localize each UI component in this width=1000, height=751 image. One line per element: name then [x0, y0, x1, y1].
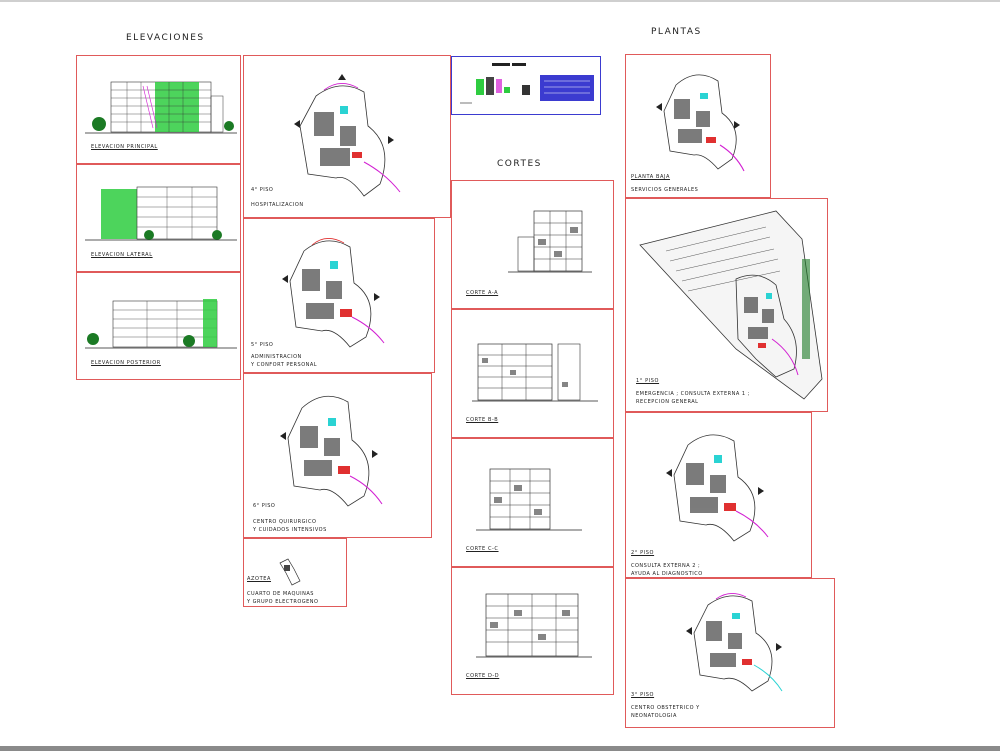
sheet-section-a[interactable]: CORTE A-A	[451, 180, 614, 309]
sheet-section-c[interactable]: CORTE C-C	[451, 438, 614, 567]
floor-5-subtitle: ADMINISTRACION Y CONFORT PERSONAL	[251, 354, 318, 368]
heading-plantas: PLANTAS	[651, 27, 702, 37]
sheet-piso-2[interactable]: 2° PISO CONSULTA EXTERNA 2 ; AYUDA AL DI…	[625, 412, 812, 578]
section-b-drawing	[472, 343, 598, 402]
piso-1-site-plan-drawing	[639, 210, 823, 400]
section-d-label: CORTE D-D	[466, 673, 500, 679]
sheet-floor-5[interactable]: 5° PISO ADMINISTRACION Y CONFORT PERSONA…	[243, 218, 435, 373]
piso-2-subtitle: CONSULTA EXTERNA 2 ; AYUDA AL DIAGNOSTIC…	[631, 563, 703, 577]
sheet-elevation-posterior[interactable]: ELEVACION POSTERIOR	[76, 272, 241, 380]
roof-plan-drawing	[279, 558, 301, 586]
floor-4-plan-drawing	[294, 74, 401, 197]
section-a-drawing	[508, 210, 592, 273]
section-c-label: CORTE C-C	[466, 546, 499, 552]
legend-drawing	[460, 63, 594, 104]
elevation-lateral-label: ELEVACION LATERAL	[91, 252, 153, 258]
legend-title-block[interactable]	[451, 56, 601, 115]
piso-3-plan-drawing	[686, 593, 783, 692]
floor-4-subtitle: HOSPITALIZACION	[251, 202, 304, 208]
elevation-posterior-label: ELEVACION POSTERIOR	[91, 360, 161, 366]
sheet-piso-3[interactable]: 3° PISO CENTRO OBSTETRICO Y NEONATOLOGIA	[625, 578, 835, 728]
floor-5-title: 5° PISO	[251, 342, 274, 348]
roof-title: AZOTEA	[247, 576, 272, 582]
elevation-lateral-drawing	[85, 186, 237, 241]
floor-5-plan-drawing	[282, 238, 385, 348]
sheet-section-b[interactable]: CORTE B-B	[451, 309, 614, 438]
piso-2-title: 2° PISO	[631, 550, 655, 556]
canvas-bottom-bar	[0, 746, 1000, 751]
sheet-elevation-lateral[interactable]: ELEVACION LATERAL	[76, 164, 241, 272]
section-c-drawing	[476, 468, 582, 531]
floor-6-subtitle: CENTRO QUIRURGICO Y CUIDADOS INTENSIVOS	[253, 519, 327, 533]
sheet-planta-baja[interactable]: PLANTA BAJA SERVICIOS GENERALES	[625, 54, 771, 198]
sheet-floor-4[interactable]: 4° PISO HOSPITALIZACION	[243, 55, 451, 218]
heading-elevaciones: ELEVACIONES	[126, 33, 205, 43]
piso-2-plan-drawing	[666, 434, 769, 542]
floor-4-title: 4° PISO	[251, 187, 274, 193]
canvas-top-border	[0, 0, 1000, 2]
planta-baja-subtitle: SERVICIOS GENERALES	[631, 187, 699, 193]
piso-1-subtitle: EMERGENCIA ; CONSULTA EXTERNA 1 ; RECEPC…	[636, 391, 750, 405]
floor-6-title: 6° PISO	[253, 503, 276, 509]
planta-baja-title: PLANTA BAJA	[631, 174, 671, 180]
section-a-label: CORTE A-A	[466, 290, 499, 296]
sheet-section-d[interactable]: CORTE D-D	[451, 567, 614, 695]
floor-6-plan-drawing	[280, 395, 383, 507]
sheet-elevation-principal[interactable]: ELEVACION PRINCIPAL	[76, 55, 241, 164]
sheet-piso-1[interactable]: 1° PISO EMERGENCIA ; CONSULTA EXTERNA 1 …	[625, 198, 828, 412]
heading-cortes: CORTES	[497, 159, 542, 169]
elevation-principal-drawing	[85, 81, 237, 134]
piso-3-title: 3° PISO	[631, 692, 655, 698]
piso-1-title: 1° PISO	[636, 378, 660, 384]
section-b-label: CORTE B-B	[466, 417, 499, 423]
sheet-floor-6[interactable]: 6° PISO CENTRO QUIRURGICO Y CUIDADOS INT…	[243, 373, 432, 538]
roof-subtitle: CUARTO DE MAQUINAS Y GRUPO ELECTROGENO	[247, 591, 319, 605]
section-d-drawing	[476, 593, 592, 658]
elevation-principal-label: ELEVACION PRINCIPAL	[91, 144, 158, 150]
sheet-roof[interactable]: AZOTEA CUARTO DE MAQUINAS Y GRUPO ELECTR…	[243, 538, 347, 607]
elevation-posterior-drawing	[85, 299, 237, 349]
planta-baja-plan-drawing	[656, 74, 745, 172]
piso-3-subtitle: CENTRO OBSTETRICO Y NEONATOLOGIA	[631, 705, 700, 719]
